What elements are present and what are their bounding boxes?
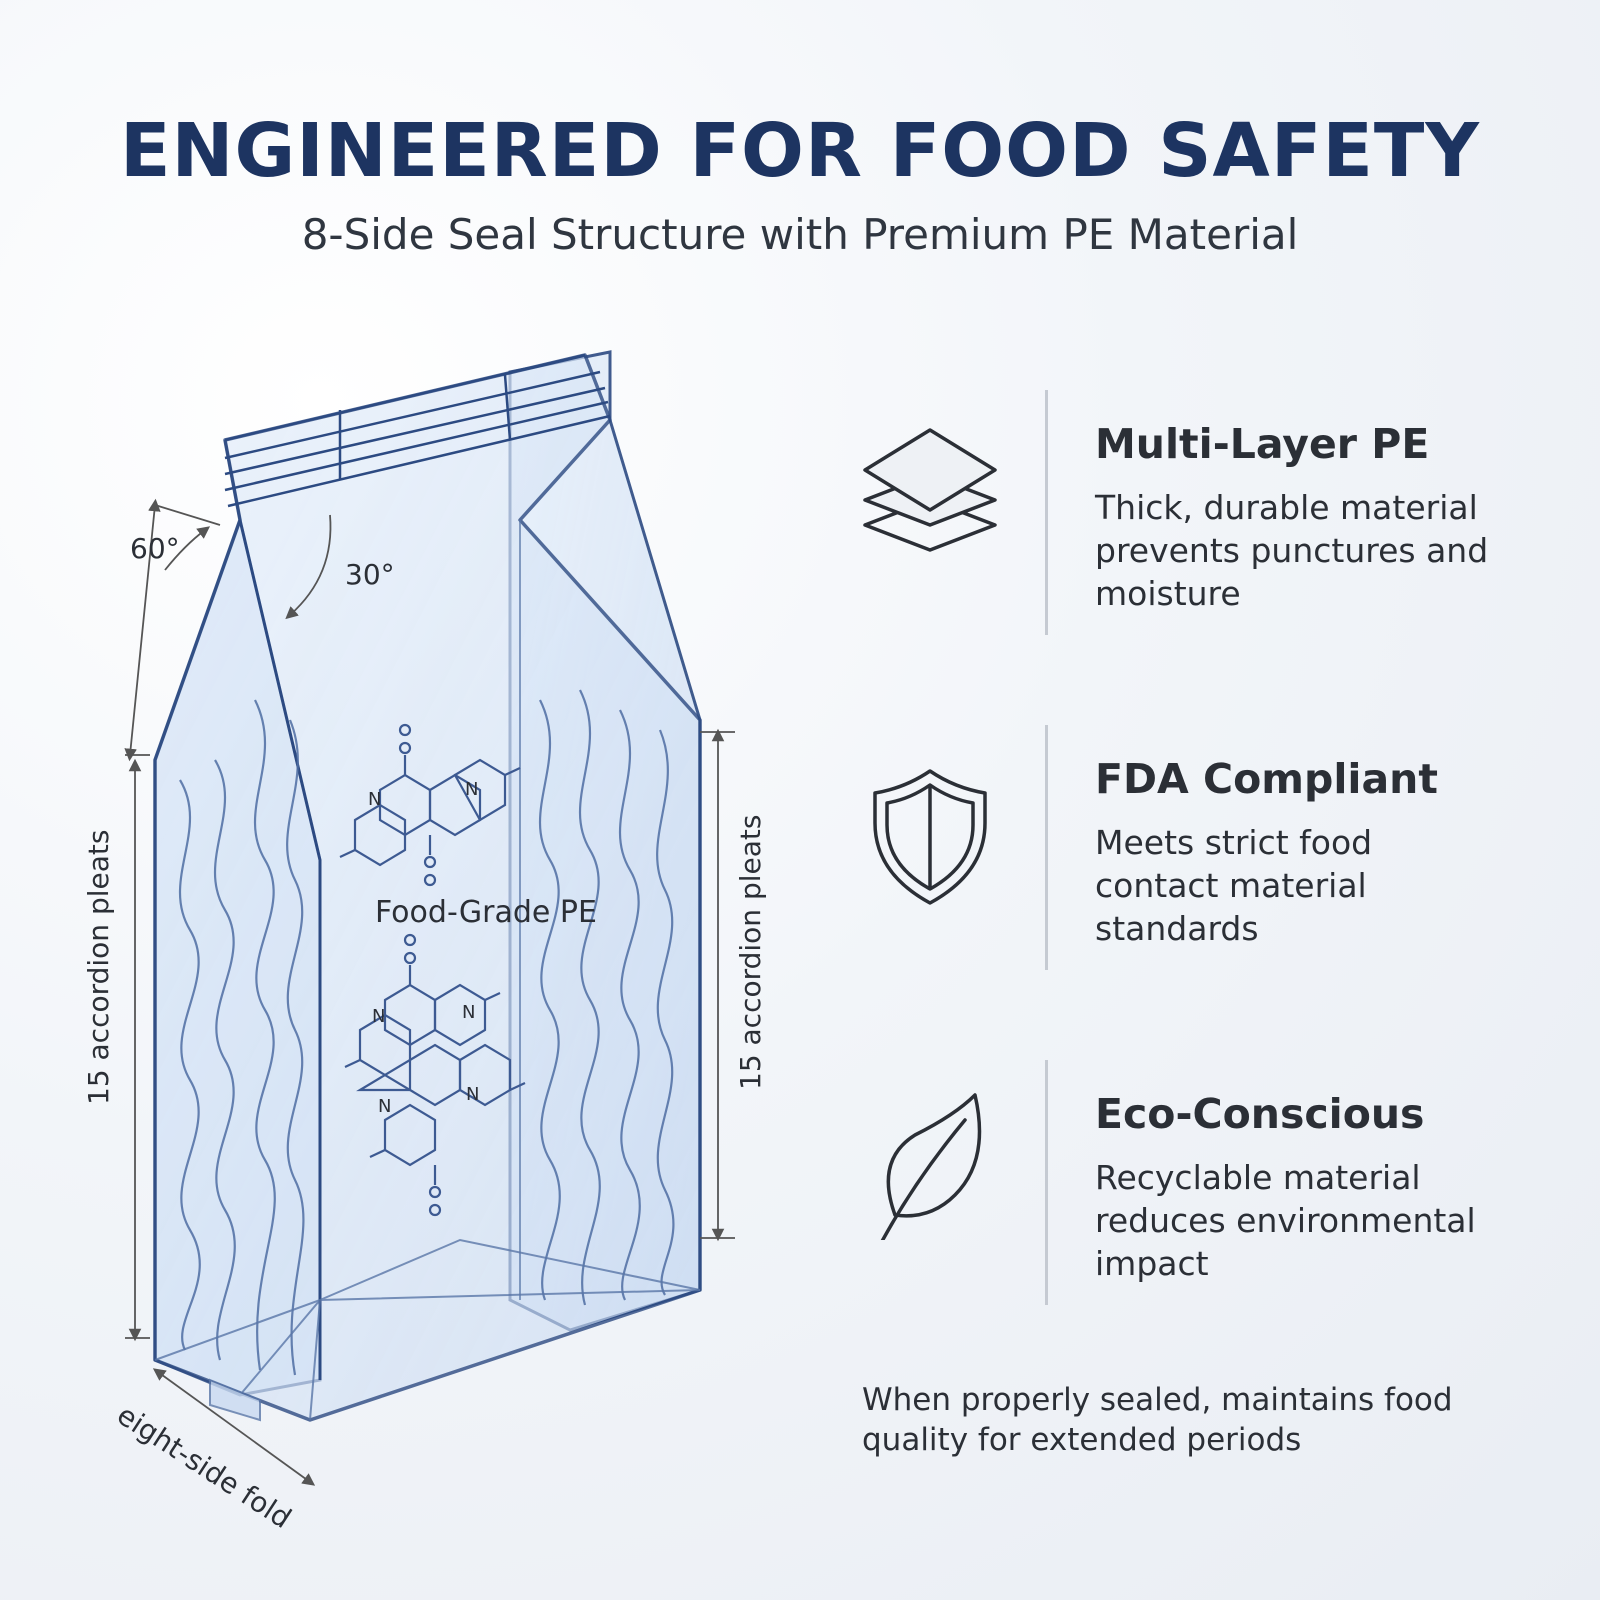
pleats-label-right: 15 accordion pleats <box>734 815 767 1090</box>
feature-divider <box>1045 725 1048 970</box>
feature-heading: Multi-Layer PE <box>1095 420 1430 468</box>
bag-pleats-right <box>538 689 675 1306</box>
feature-description: Meets strict food contact material stand… <box>1095 823 1373 948</box>
feature-fda: FDA Compliant Meets strict food contact … <box>845 725 1545 985</box>
page-title: ENGINEERED FOR FOOD SAFETY <box>120 108 1480 194</box>
feature-multi-layer: Multi-Layer PE Thick, durable material p… <box>845 390 1545 650</box>
molecule-atom-label: N <box>465 779 478 800</box>
footer-note: When properly sealed, maintains food qua… <box>862 1382 1453 1458</box>
bag-pleats-left <box>179 699 305 1376</box>
page-subtitle: 8-Side Seal Structure with Premium PE Ma… <box>301 210 1299 259</box>
feature-divider <box>1045 1060 1048 1305</box>
feature-divider <box>1045 390 1048 635</box>
dimension-lines <box>124 498 735 1486</box>
molecule-atom-label: N <box>378 1096 391 1117</box>
material-label: Food-Grade PE <box>375 895 597 930</box>
molecule-illustration-bottom <box>344 933 526 1217</box>
molecule-atom-label: N <box>368 789 381 810</box>
feature-eco: Eco-Conscious Recyclable material reduce… <box>845 1060 1545 1320</box>
molecule-illustration-top <box>339 723 521 887</box>
feature-heading: Eco-Conscious <box>1095 1090 1425 1138</box>
leaf-icon <box>845 1060 1015 1247</box>
feature-description: Recyclable material reduces environmenta… <box>1095 1158 1476 1283</box>
angle-label-60: 60° <box>130 532 180 565</box>
bag-top-seal <box>224 353 611 508</box>
feature-heading: FDA Compliant <box>1095 755 1438 803</box>
molecule-atom-label: N <box>372 1006 385 1027</box>
feature-description: Thick, durable material prevents punctur… <box>1095 488 1489 613</box>
angle-label-30: 30° <box>345 558 395 591</box>
molecule-atom-label: N <box>462 1002 475 1023</box>
molecule-atom-label: N <box>466 1084 479 1105</box>
shield-icon <box>845 725 1015 905</box>
fold-label: eight-side fold <box>111 1398 297 1535</box>
pleats-label-left: 15 accordion pleats <box>82 830 115 1105</box>
layers-icon <box>845 390 1015 570</box>
